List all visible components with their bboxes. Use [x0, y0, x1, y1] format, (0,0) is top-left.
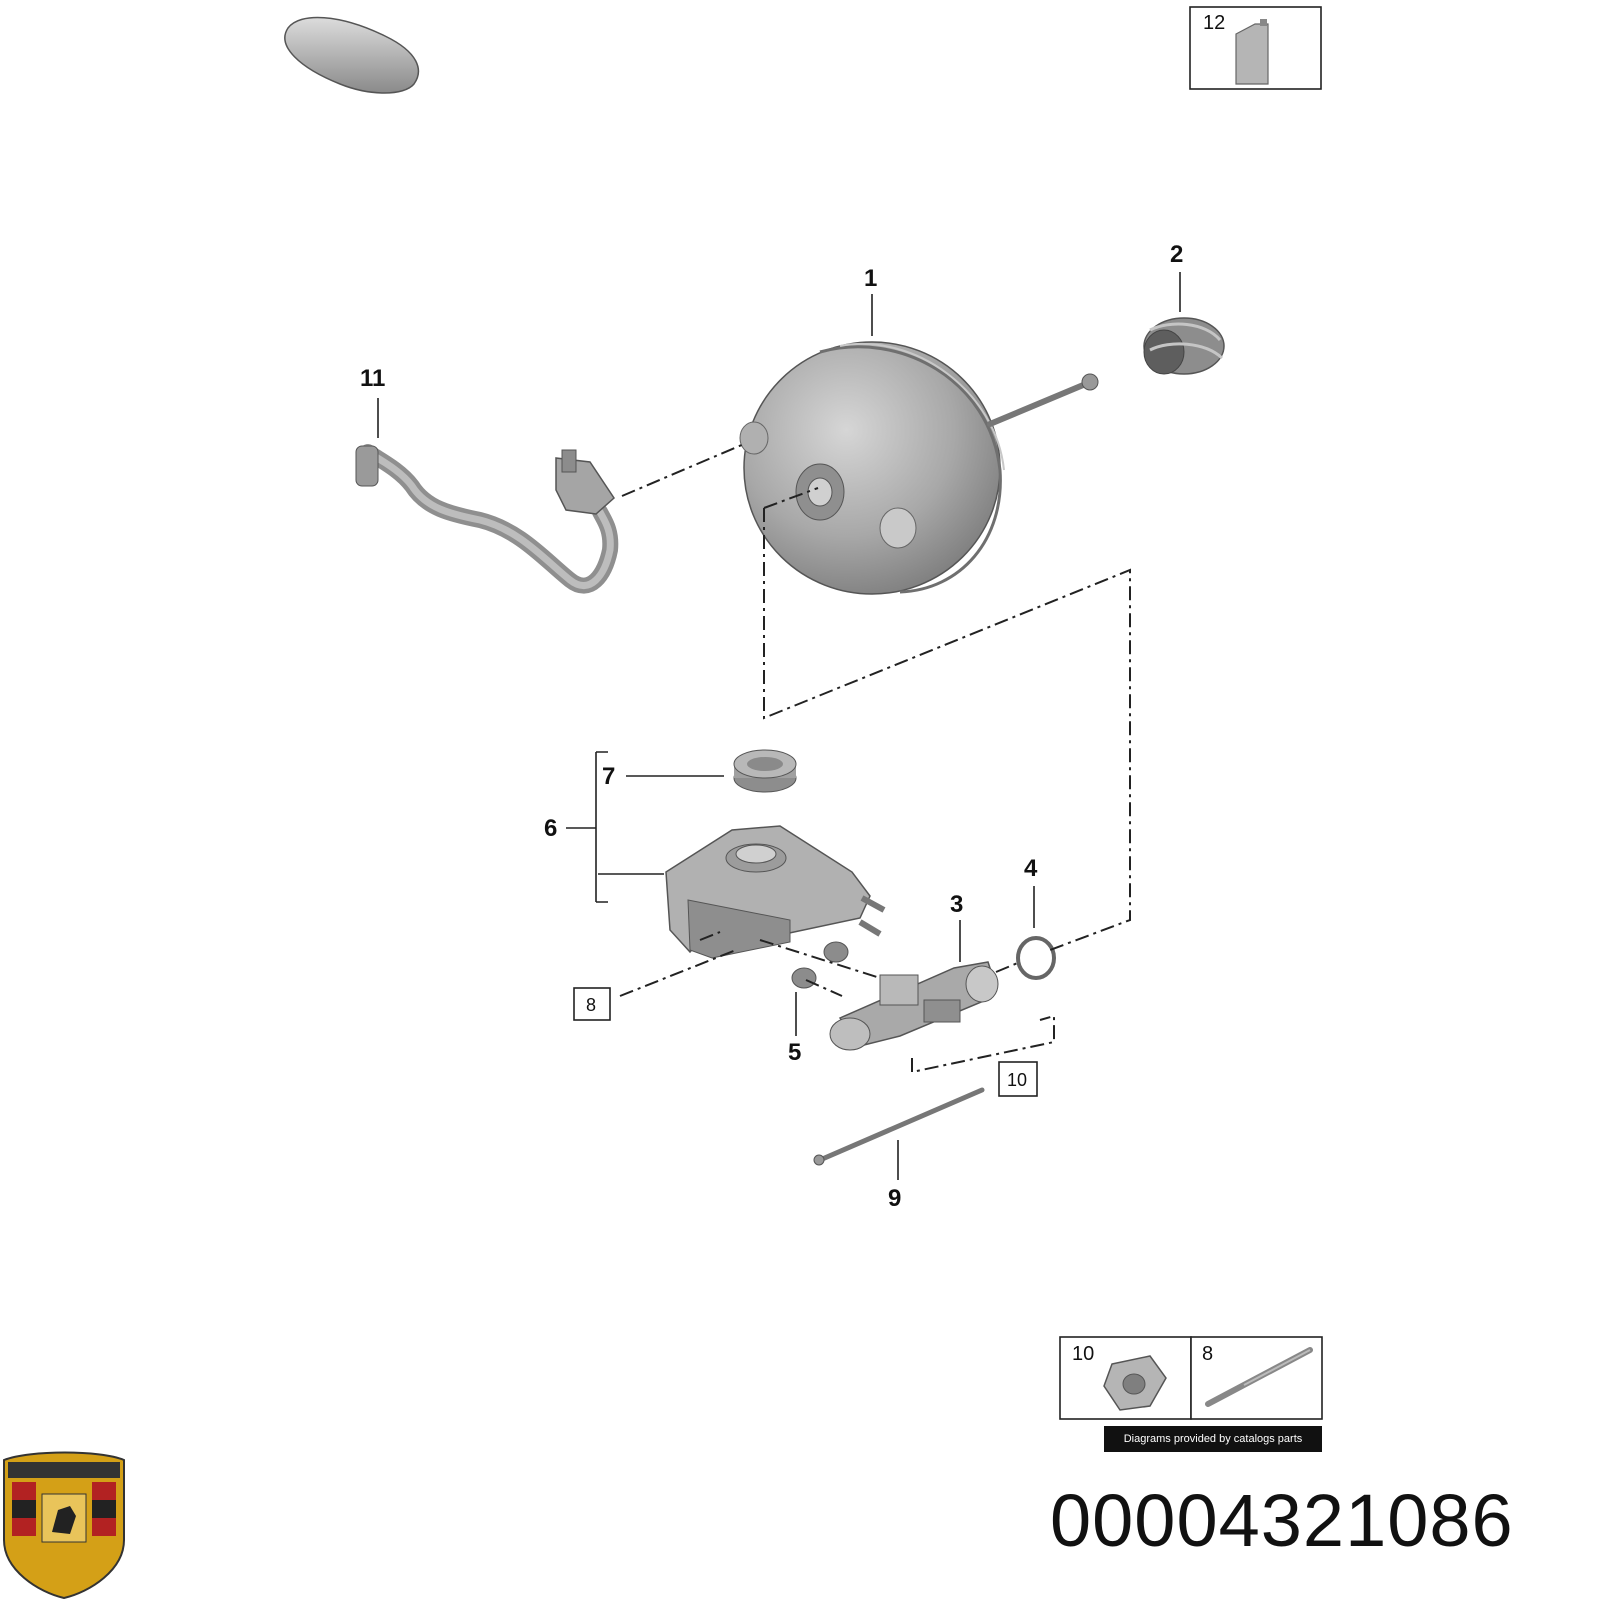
grease-pad-part	[284, 16, 420, 94]
svg-text:8: 8	[586, 995, 596, 1015]
part-number: 00004321086	[1050, 1479, 1514, 1562]
callout-5: 5	[788, 1039, 801, 1066]
callout-11: 11	[360, 365, 385, 392]
reservoir-part-6	[665, 825, 886, 959]
assembly-lines	[619, 443, 1131, 1074]
inset-8-label: 8	[1202, 1343, 1213, 1365]
leader-lines	[377, 272, 1181, 1180]
boot-part-2	[1143, 317, 1225, 375]
inset-8-bolt: 8	[1190, 1336, 1323, 1420]
vacuum-hose-part-11	[355, 444, 619, 594]
brake-booster-part-1	[739, 341, 1099, 595]
callout-6: 6	[544, 815, 557, 842]
inset-12-label: 12	[1203, 12, 1225, 34]
push-rod-part-9	[813, 1087, 985, 1166]
callout-7: 7	[602, 763, 615, 790]
seal-part-5	[791, 941, 849, 989]
fluid-bottle-icon	[1235, 23, 1269, 85]
callout-4: 4	[1024, 855, 1038, 882]
callout-1: 1	[864, 265, 877, 292]
o-ring-part-4	[1016, 936, 1056, 980]
callout-2: 2	[1170, 241, 1183, 268]
callout-3: 3	[950, 891, 963, 918]
reservoir-cap-part-7	[733, 749, 797, 793]
master-cylinder-part-3	[829, 961, 999, 1051]
callout-9: 9	[888, 1185, 901, 1212]
boxed-label-10: 10	[998, 1061, 1038, 1097]
porsche-crest-logo	[3, 1451, 125, 1600]
inset-10-nut: 10	[1059, 1336, 1192, 1420]
inset-12-brake-fluid: 12	[1189, 6, 1322, 90]
svg-text:10: 10	[1007, 1070, 1027, 1090]
inset-10-label: 10	[1072, 1343, 1094, 1365]
boxed-label-8: 8	[573, 987, 611, 1021]
diagram-credit: Diagrams provided by catalogs parts	[1104, 1426, 1322, 1452]
